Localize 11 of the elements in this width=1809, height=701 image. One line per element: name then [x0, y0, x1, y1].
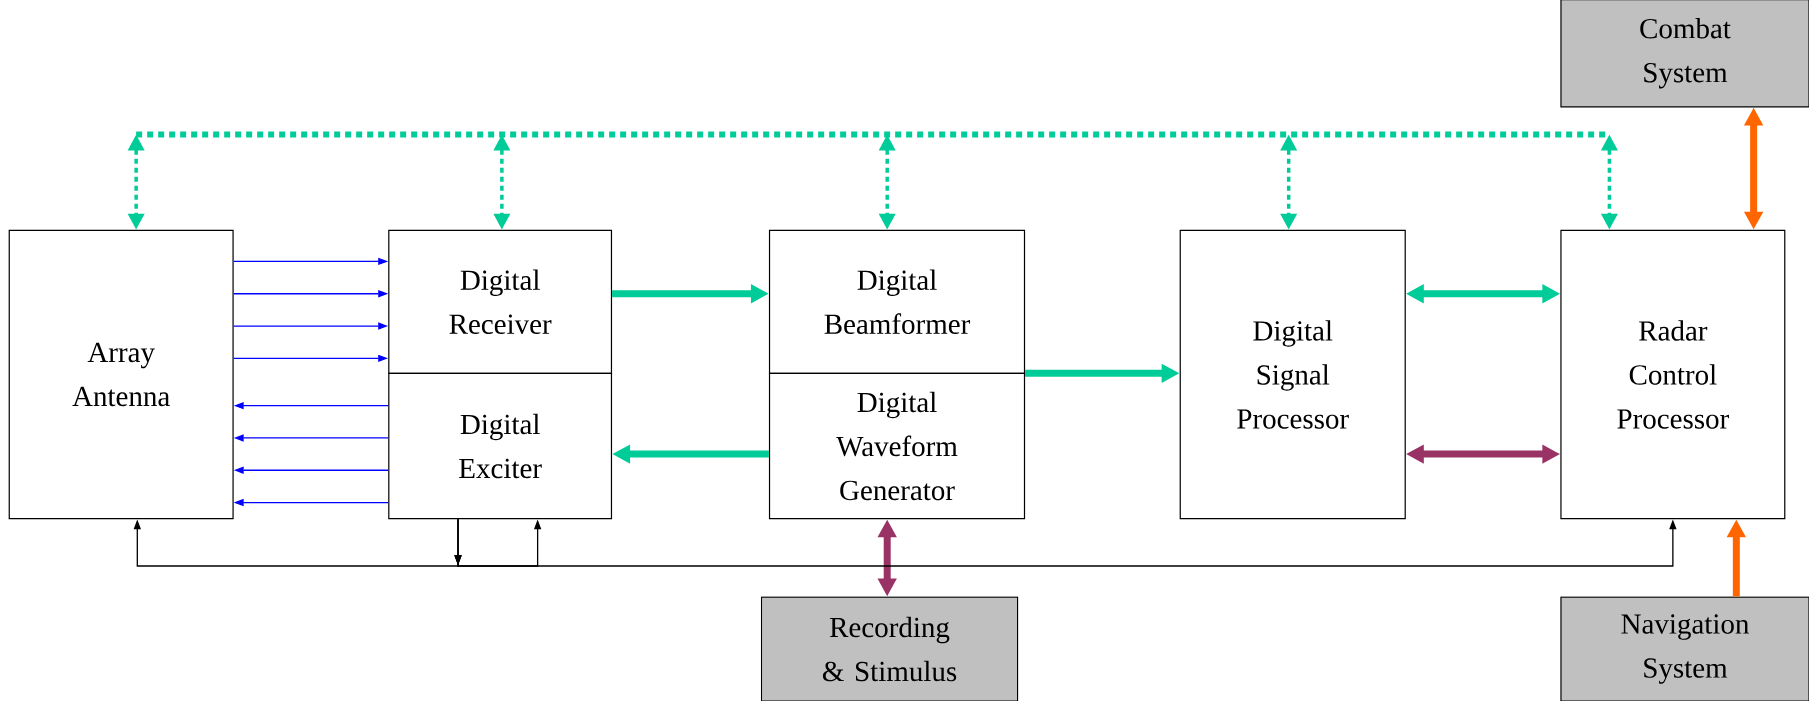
process-box: Digital Exciter	[388, 372, 613, 520]
external-system-box: Navigation System	[1560, 596, 1809, 701]
external-system-box: Combat System	[1560, 0, 1809, 108]
process-box: Digital Signal Processor	[1179, 229, 1406, 520]
process-box: Digital Receiver	[388, 229, 613, 374]
process-box: Digital Beamformer	[768, 229, 1026, 374]
process-box: Digital Waveform Generator	[768, 372, 1026, 520]
external-system-box: Recording & Stimulus	[760, 596, 1019, 701]
process-box: Array Antenna	[8, 229, 234, 520]
process-box: Radar Control Processor	[1560, 229, 1786, 520]
arrow	[454, 518, 1677, 567]
